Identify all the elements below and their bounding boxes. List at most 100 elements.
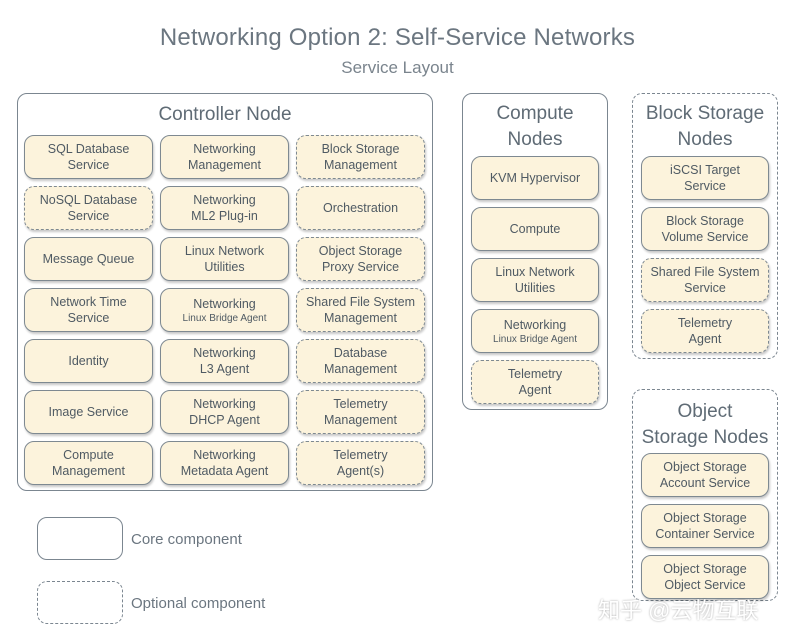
component-label-line2: Account Service	[659, 476, 751, 490]
component-label-line1: Networking	[193, 142, 256, 156]
compute-nodes-group: Compute Nodes	[462, 93, 608, 410]
component-label-line2: Management	[324, 413, 397, 427]
component-label-line1: Compute	[509, 222, 561, 236]
block-storage-nodes-title: Block Storage Nodes	[633, 101, 777, 153]
component-label-line2: Proxy Service	[321, 260, 400, 274]
legend-core-swatch	[37, 517, 123, 560]
component-compute: Compute	[471, 207, 599, 251]
legend-core-label: Core component	[131, 531, 242, 548]
component-label-line2: Container Service	[655, 527, 755, 541]
component-label-line2: Agent(s)	[336, 464, 385, 478]
watermark: 知乎 @云物互联	[598, 598, 759, 623]
component-message-queue: Message Queue	[24, 237, 153, 281]
component-label-line1: Identity	[68, 354, 109, 368]
component-label-line2: Volume Service	[661, 230, 749, 244]
component-identity: Identity	[24, 339, 153, 383]
component-label-line2: Management	[188, 158, 261, 172]
component-label-line2: Utilities	[514, 281, 556, 295]
component-label-line1: Network Time	[50, 295, 127, 309]
component-label-line2: Agent	[688, 332, 722, 346]
component-label-line1: Networking	[193, 193, 256, 207]
component-label-line1: Object Storage	[318, 244, 403, 258]
component-label-line2: Management	[324, 311, 397, 325]
component-networking-l3-agent: Networking L3 Agent	[160, 339, 289, 383]
component-label-line1: Block Storage	[666, 214, 744, 228]
component-label-line2: Management	[324, 362, 397, 376]
component-label-line1: Block Storage	[321, 142, 400, 156]
component-image-service: Image Service	[24, 390, 153, 434]
component-label-line2: Metadata Agent	[180, 464, 269, 478]
controller-node-title: Controller Node	[158, 104, 292, 125]
component-label-line1: Object Storage	[663, 562, 747, 576]
diagram-subtitle: Service Layout	[341, 58, 454, 77]
component-label-line1: Telemetry	[333, 448, 388, 462]
component-label-line2: Utilities	[204, 260, 245, 274]
object-storage-title-line1: Object	[677, 401, 733, 422]
component-label-line1: Image Service	[48, 405, 129, 419]
diagram-title: Networking Option 2: Self-Service Networ…	[159, 24, 636, 51]
component-label-line1: iSCSI Target	[670, 163, 740, 177]
component-label-line1: Networking	[193, 346, 256, 360]
compute-nodes-title-line2: Nodes	[507, 129, 563, 150]
component-label-line2: L3 Agent	[199, 362, 250, 376]
object-storage-title-line2: Storage Nodes	[641, 427, 769, 448]
compute-nodes-title: Compute Nodes	[463, 101, 607, 153]
component-label-line2: Management	[324, 158, 397, 172]
object-storage-nodes-title: Object Storage Nodes	[633, 399, 777, 451]
component-label-line1: Object Storage	[663, 460, 747, 474]
component-label-line1: Telemetry	[333, 397, 388, 411]
component-label-line2: Linux Bridge Agent	[182, 312, 267, 324]
component-label-line1: NoSQL Database	[39, 193, 138, 207]
component-label-line1: Orchestration	[322, 201, 399, 215]
component-label-line2: Service	[67, 158, 110, 172]
component-label-line1: Shared File System	[305, 295, 416, 309]
component-label-line1: Networking	[193, 397, 256, 411]
component-label-line1: Networking	[503, 317, 567, 332]
component-label-line2: DHCP Agent	[189, 413, 260, 427]
component-label-line1: Networking	[193, 296, 256, 311]
component-kvm-hypervisor: KVM Hypervisor	[471, 156, 599, 200]
compute-nodes-title-line1: Compute	[496, 103, 574, 124]
component-label-line2: Service	[67, 209, 110, 223]
component-label-line1: KVM Hypervisor	[489, 171, 581, 185]
component-label-line1: Linux Network	[495, 265, 575, 279]
component-label-line1: Compute	[63, 448, 114, 462]
block-storage-title-line1: Block Storage	[645, 103, 765, 124]
component-label-line1: Message Queue	[42, 252, 135, 266]
component-label-line2: Service	[684, 281, 726, 295]
component-label-line1: SQL Database	[47, 142, 130, 156]
component-label-line1: Networking	[193, 448, 256, 462]
component-label-line2: Service	[67, 311, 110, 325]
component-label-line1: Database	[333, 346, 388, 360]
component-label-line1: Linux Network	[184, 244, 265, 258]
component-orchestration: Orchestration	[296, 186, 425, 230]
component-label-line2: Object Service	[664, 578, 746, 592]
legend-optional-swatch	[37, 581, 123, 624]
component-label-line2: Agent	[518, 383, 552, 397]
component-label-line2: Management	[52, 464, 125, 478]
